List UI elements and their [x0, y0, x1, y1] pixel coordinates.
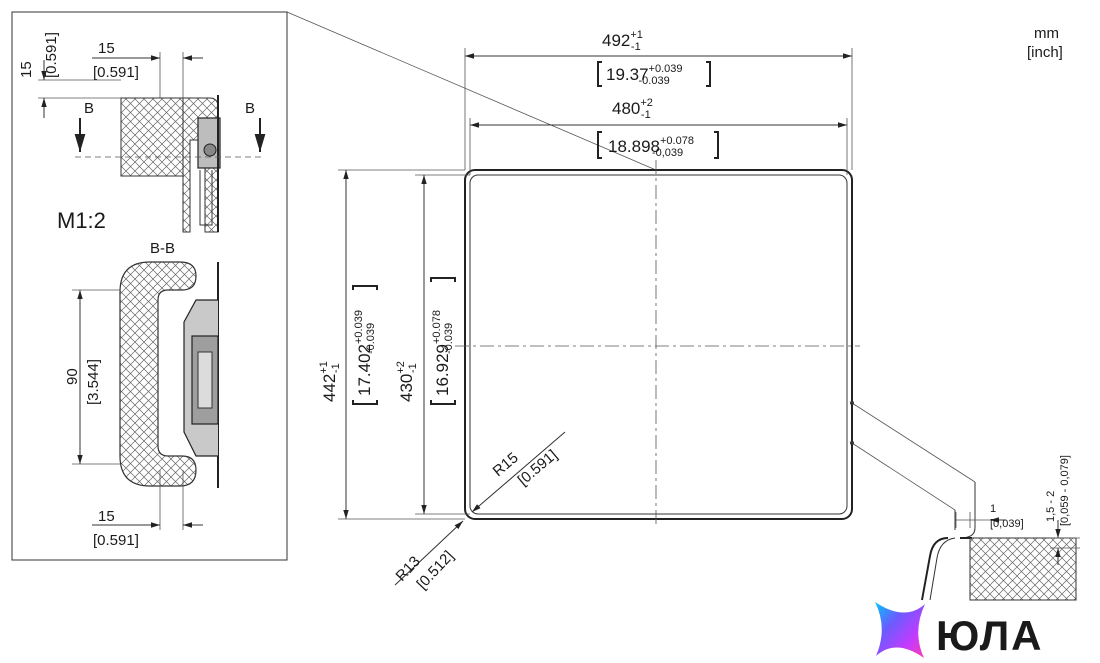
bottom-horizontal-inch: [0.591]	[93, 532, 139, 549]
detail-leader-line	[286, 11, 657, 171]
logo-text: ЮЛА	[936, 612, 1044, 659]
yula-logo: ЮЛА	[875, 602, 1044, 659]
units-mm: mm	[1034, 25, 1059, 42]
radius-inner-inch: [0.591]	[515, 447, 561, 490]
height-inner-inch: 16.929+0.078-0.039	[431, 310, 455, 396]
depth-mm: 90	[64, 368, 81, 385]
gap-inch: [0,039]	[990, 518, 1024, 530]
top-vertical-inch: [0.591]	[43, 32, 60, 78]
gap-mm: 1	[990, 503, 996, 515]
height-outer-mm: 442+1-1	[318, 361, 342, 402]
width-outer-inch: 19.37+0.039-0.039	[606, 63, 683, 87]
height-inner-mm: 430+2-1	[395, 361, 419, 402]
bottom-horizontal-mm: 15	[98, 508, 115, 525]
top-section-view: B B 15 [0.591] 15 [0.591]	[18, 32, 266, 233]
cutout-inner-outline	[469, 174, 848, 515]
cutout-outline	[464, 169, 853, 520]
depth-inch: [3.544]	[85, 359, 102, 405]
width-outer-mm: 492+1-1	[602, 29, 643, 53]
detail-frame	[11, 11, 288, 561]
offset-mm: 1,5 - 2	[1045, 491, 1057, 522]
top-horizontal-mm: 15	[98, 40, 115, 57]
scale-label: M1:2	[57, 208, 106, 233]
section-title: B-B	[150, 240, 175, 257]
section-mark-left: B	[84, 100, 94, 117]
bb-section-view: 90 [3.544] 15 [0.591]	[64, 261, 219, 549]
section-mark-right: B	[245, 100, 255, 117]
width-inner-mm: 480+2-1	[612, 97, 653, 121]
edge-detail-view: 1 [0,039] 1,5 - 2 [0,059 - 0,079]	[850, 401, 1080, 601]
units-inch: [inch]	[1027, 44, 1063, 61]
logo-mark-icon	[875, 602, 925, 658]
top-horizontal-inch: [0.591]	[93, 64, 139, 81]
main-cutout-view: 492+1-1 19.37+0.039-0.039 480+2-1 18.898…	[318, 29, 860, 593]
detail-view: B B 15 [0.591] 15 [0.591] M1:2 B-B	[11, 11, 657, 561]
offset-inch: [0,059 - 0,079]	[1059, 455, 1071, 526]
top-vertical-mm: 15	[18, 61, 35, 78]
radius-outer-inch: [0.512]	[413, 548, 457, 593]
height-outer-inch: 17.402+0.039-0.039	[353, 310, 377, 396]
width-inner-inch: 18.898+0.078-0,039	[608, 135, 694, 159]
